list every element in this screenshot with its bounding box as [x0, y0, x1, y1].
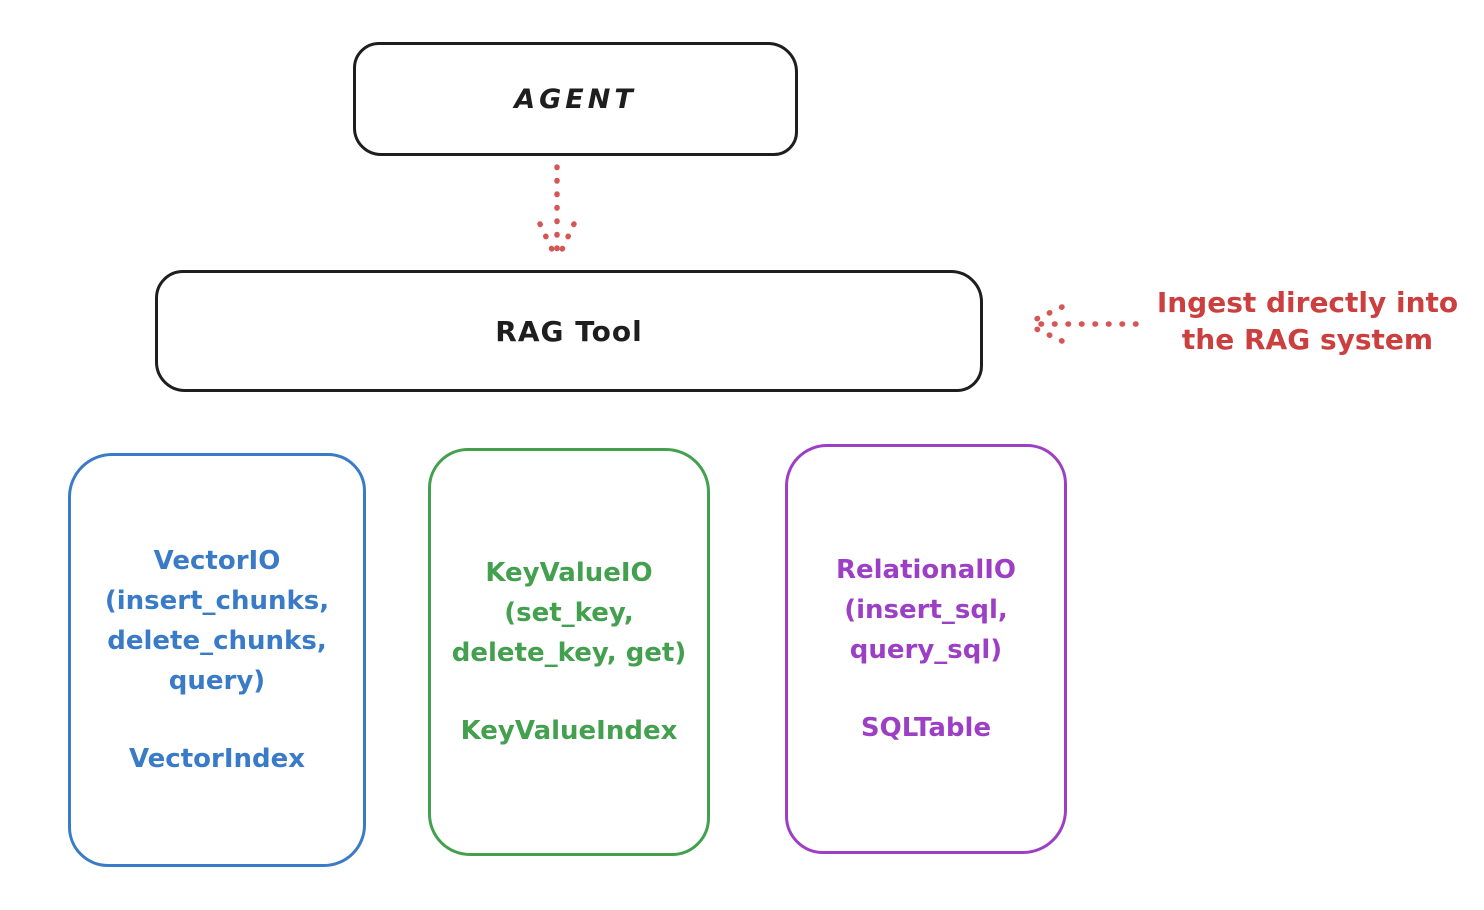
ingest-annotation: Ingest directly into the RAG system: [1156, 286, 1459, 356]
vector-io-node: VectorIO (insert_chunks, delete_chunks, …: [68, 453, 366, 867]
vector-index-label: VectorIndex: [128, 744, 306, 774]
relational-index-label: SQLTable: [860, 713, 992, 743]
vector-io-label: VectorIO (insert_chunks, delete_chunks, …: [104, 546, 330, 696]
keyvalue-io-label: KeyValueIO (set_key, delete_key, get): [451, 558, 687, 668]
annotation-to-rag-arrow: [1025, 304, 1139, 344]
keyvalue-io-node: KeyValueIO (set_key, delete_key, get) Ke…: [428, 448, 710, 856]
agent-to-rag-arrow: [537, 164, 577, 261]
keyvalue-index-label: KeyValueIndex: [460, 716, 678, 746]
rag-tool-node-label: RAG Tool: [495, 314, 643, 348]
agent-node-label: AGENT: [514, 83, 637, 115]
rag-tool-node: RAG Tool: [155, 270, 983, 392]
relational-io-label: RelationalIO (insert_sql, query_sql): [835, 555, 1017, 665]
relational-io-node: RelationalIO (insert_sql, query_sql) SQL…: [785, 444, 1067, 854]
agent-node: AGENT: [353, 42, 798, 156]
